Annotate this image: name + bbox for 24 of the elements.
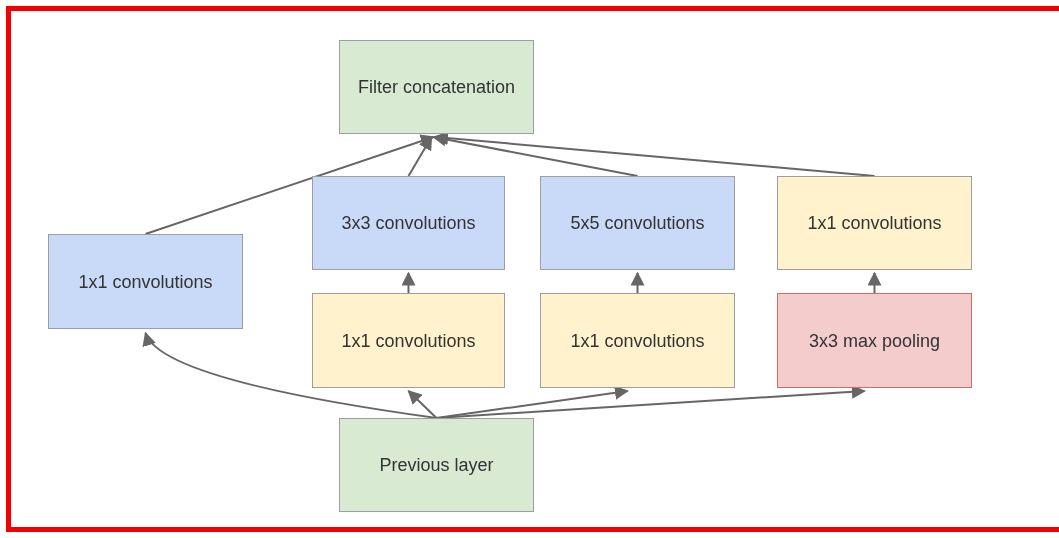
layer-box [540, 293, 735, 388]
box-label: 1x1 convolutions [569, 329, 706, 353]
box-label: 5x5 convolutions [569, 212, 706, 235]
box-label: 3x3 convolutions [340, 212, 477, 235]
arrow [401, 271, 416, 294]
layer-box [777, 293, 972, 388]
arrow [407, 390, 438, 419]
layer-box [540, 176, 735, 270]
box-label: 1x1 convolutions [77, 270, 214, 294]
box-label: 1x1 convolutions [806, 212, 943, 235]
layer-box [339, 418, 534, 512]
layer-box [312, 176, 505, 270]
box-label: Previous layer [378, 454, 495, 477]
box-label: 3x3 max pooling [807, 329, 942, 353]
arrow [630, 271, 645, 294]
box-label: 1x1 convolutions [340, 329, 477, 353]
arrow [144, 134, 435, 235]
layer-box [777, 176, 972, 270]
box-label: Filter concatenation [356, 76, 517, 99]
layer-box [312, 293, 505, 388]
arrow [432, 132, 639, 177]
layer-box [339, 40, 534, 134]
layer-box [48, 234, 243, 329]
arrow [867, 271, 882, 294]
